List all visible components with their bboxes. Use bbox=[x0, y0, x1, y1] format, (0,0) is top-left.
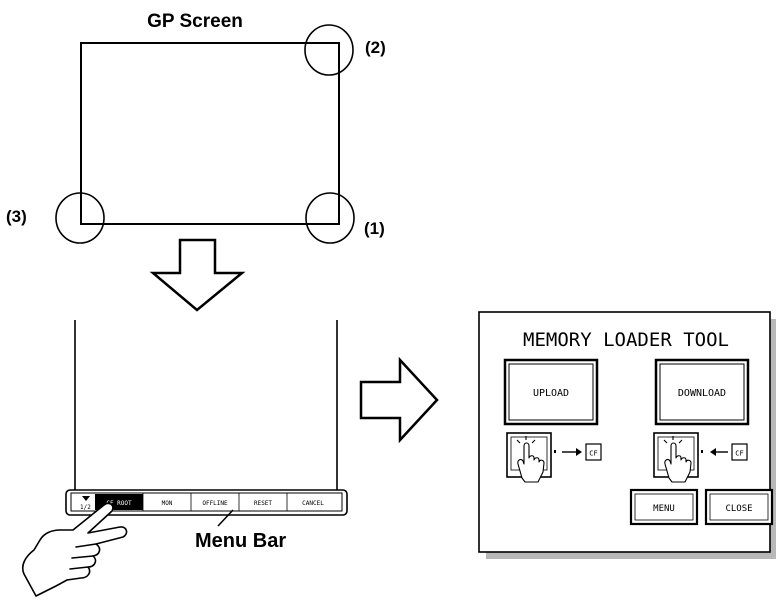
cf-card-icon bbox=[585, 443, 602, 461]
upload-label: UPLOAD bbox=[533, 388, 569, 399]
page-indicator: 1/2 bbox=[80, 504, 91, 511]
corner-1-circle bbox=[305, 192, 355, 244]
menu-label: MENU bbox=[653, 504, 675, 514]
corner-3-circle bbox=[55, 192, 105, 244]
memory-loader-tool-panel: MEMORY LOADER TOOL UPLOAD DOWNLOAD CF bbox=[478, 311, 776, 559]
pointing-hand-icon bbox=[21, 502, 128, 597]
upload-button[interactable]: UPLOAD bbox=[503, 358, 599, 426]
close-label: CLOSE bbox=[725, 504, 752, 514]
menu-item-cancel[interactable]: CANCEL bbox=[302, 500, 324, 507]
menu-item-mon[interactable]: MON bbox=[162, 500, 173, 507]
corner-2-circle bbox=[304, 24, 354, 76]
download-cf-label: CF bbox=[735, 450, 743, 458]
menu-bar: 1/2 CF ROOT MON OFFLINE RESET CANCEL bbox=[65, 489, 348, 516]
menu-item-offline[interactable]: OFFLINE bbox=[202, 500, 228, 507]
cf-card-icon bbox=[731, 443, 748, 461]
loader-title: MEMORY LOADER TOOL bbox=[523, 329, 729, 351]
touch-hand-icon bbox=[663, 436, 692, 483]
menu-page-button[interactable]: 1/2 bbox=[80, 496, 91, 511]
close-button[interactable]: CLOSE bbox=[704, 488, 774, 526]
download-button[interactable]: DOWNLOAD bbox=[654, 358, 750, 426]
gp-screen-title: GP Screen bbox=[147, 11, 243, 32]
menu-bar-callout: Menu Bar bbox=[195, 530, 286, 552]
download-illustration: CF bbox=[653, 432, 748, 483]
right-arrow-icon bbox=[359, 356, 439, 444]
down-arrow-icon bbox=[149, 238, 246, 312]
download-label: DOWNLOAD bbox=[678, 388, 726, 399]
gp-screen-outline bbox=[80, 42, 340, 225]
menu-item-reset[interactable]: RESET bbox=[254, 500, 272, 507]
menu-item-cf-root[interactable]: CF ROOT bbox=[106, 500, 132, 507]
menu-bar-callout-line bbox=[217, 509, 234, 527]
menu-button[interactable]: MENU bbox=[629, 488, 699, 526]
touch-hand-icon bbox=[516, 436, 545, 483]
upload-illustration: CF bbox=[506, 432, 602, 483]
upload-cf-label: CF bbox=[589, 450, 597, 458]
corner-3-label: (3) bbox=[6, 207, 27, 226]
corner-2-label: (2) bbox=[365, 38, 386, 57]
corner-1-label: (1) bbox=[364, 219, 385, 238]
page-down-icon bbox=[82, 496, 90, 501]
